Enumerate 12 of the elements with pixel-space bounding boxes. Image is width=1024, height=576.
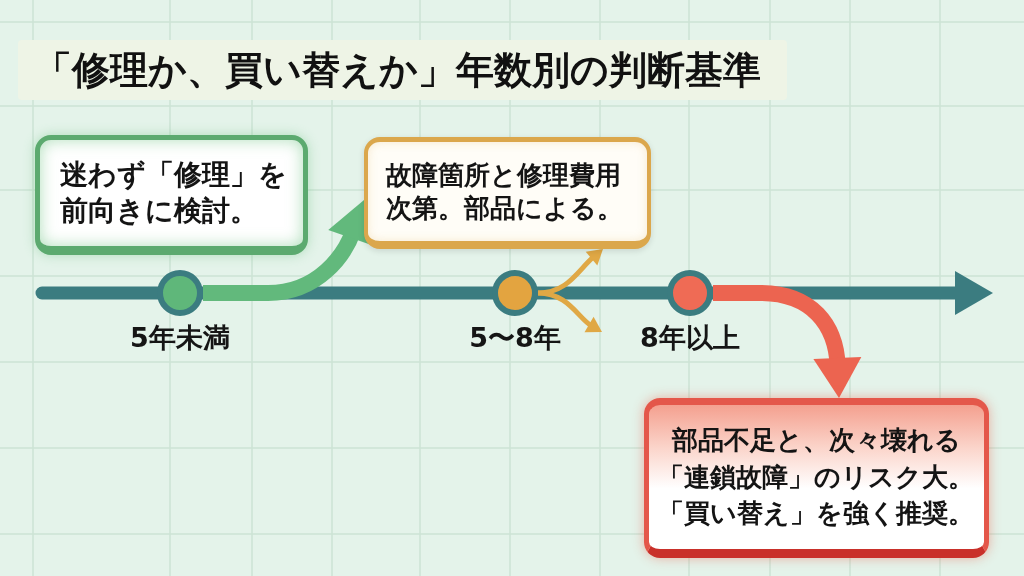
callout-box <box>364 137 651 249</box>
callout-box <box>35 135 308 255</box>
year-label: 5〜8年 <box>469 322 561 354</box>
callout-text: 故障箇所と修理費用次第。部品による。 <box>386 159 624 224</box>
timeline-dot <box>667 270 713 316</box>
callout-text: 迷わず「修理」を前向きに検討。 <box>60 156 288 229</box>
year-label: 8年以上 <box>640 322 740 354</box>
year-label: 5年未満 <box>130 322 230 354</box>
callout-text: 部品不足と、次々壊れる「連鎖故障」のリスク大。「買い替え」を強く推奨。 <box>657 423 976 531</box>
timeline-dot <box>157 270 203 316</box>
diagram-title: 「修理か、買い替えか」年数別の判断基準 <box>18 40 787 100</box>
callout-box <box>644 398 989 558</box>
